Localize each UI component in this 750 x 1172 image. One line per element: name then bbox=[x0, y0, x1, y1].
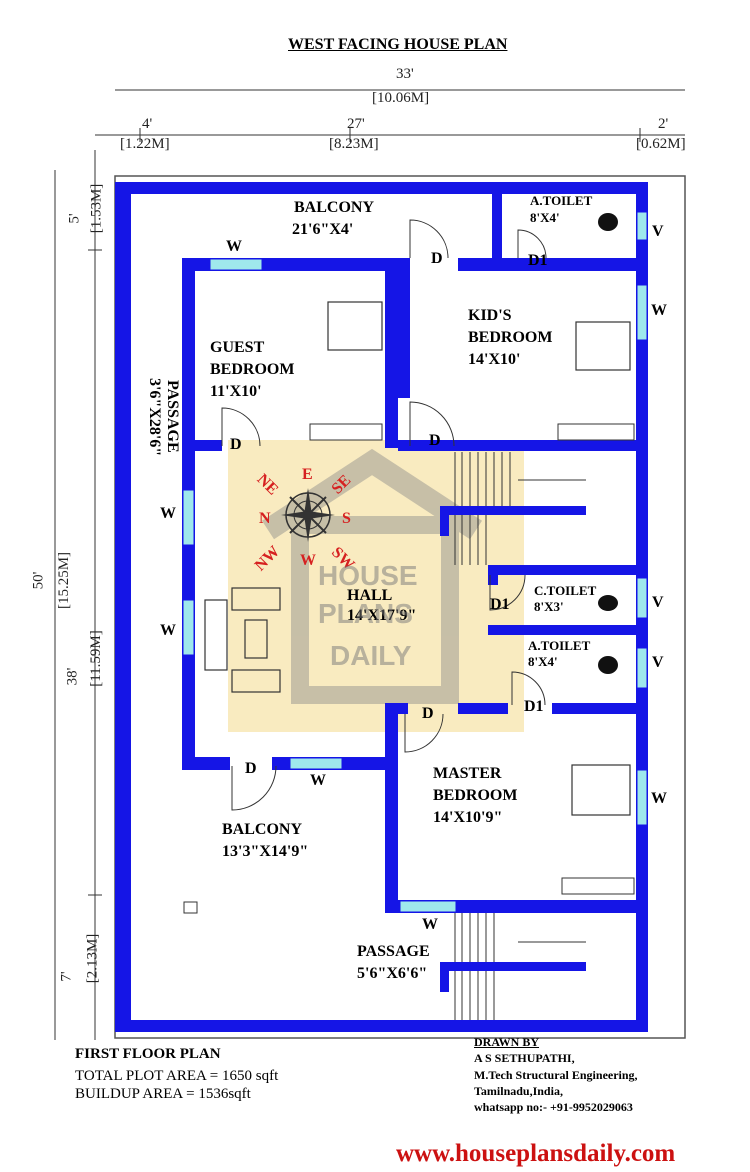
door-mark: D bbox=[245, 760, 257, 777]
website-link[interactable]: www.houseplansdaily.com bbox=[396, 1140, 676, 1167]
vent-mark: V bbox=[652, 594, 664, 611]
ctoilet-label: C.TOILET bbox=[534, 583, 597, 598]
dim-seg2-m: [8.23M] bbox=[329, 136, 379, 152]
watermark-line-2: PLANS bbox=[318, 598, 413, 629]
credits-drawn-by: DRAWN BY bbox=[474, 1035, 540, 1049]
vent-mark: V bbox=[652, 223, 664, 240]
ctoilet-size: 8'X3' bbox=[534, 599, 564, 614]
hall-size: 14'X17'9" bbox=[347, 607, 417, 624]
door-mark: D bbox=[422, 705, 434, 722]
beds bbox=[327, 301, 631, 816]
hall-highlight bbox=[228, 440, 524, 732]
guest-size: 11'X10' bbox=[210, 383, 262, 400]
dim-total-width-m: [10.06M] bbox=[372, 90, 430, 106]
compass-rose bbox=[281, 488, 335, 542]
balcony-top-size: 21'6"X4' bbox=[292, 221, 354, 238]
passage-bottom-label: PASSAGE bbox=[357, 943, 430, 960]
dim-h2: 38' bbox=[64, 667, 81, 686]
dim-h1-m: [1.53M] bbox=[88, 183, 105, 234]
dim-total-height-m: [15.25M] bbox=[56, 551, 73, 610]
dim-h3: 7' bbox=[58, 971, 75, 982]
door-mark: D bbox=[230, 436, 242, 453]
atoilet-mid-size: 8'X4' bbox=[528, 654, 558, 669]
window-mark: W bbox=[651, 790, 667, 807]
passage-left-size: 3'6"X28'6" bbox=[146, 378, 163, 457]
door1-mark: D1 bbox=[528, 252, 548, 269]
master-label-1: MASTER bbox=[433, 765, 502, 782]
vent-mark: V bbox=[652, 654, 664, 671]
door-mark: D bbox=[431, 250, 443, 267]
dim-seg1-m: [1.22M] bbox=[120, 136, 170, 152]
window-mark: W bbox=[651, 302, 667, 319]
compass-n: N bbox=[259, 510, 271, 527]
guest-label-2: BEDROOM bbox=[210, 361, 295, 378]
door1-mark: D1 bbox=[524, 698, 544, 715]
dim-h1: 5' bbox=[66, 213, 83, 224]
toilet-fixtures bbox=[598, 213, 618, 674]
credits-whatsapp: whatsapp no:- +91-9952029063 bbox=[474, 1100, 633, 1114]
floor-label: FIRST FLOOR PLAN bbox=[75, 1046, 221, 1062]
credits-place: Tamilnadu,India, bbox=[474, 1084, 563, 1098]
plan-title: WEST FACING HOUSE PLAN bbox=[288, 36, 508, 53]
dim-h3-m: [2.13M] bbox=[84, 933, 101, 984]
dim-seg3-m: [0.62M] bbox=[636, 136, 686, 152]
balcony-bottom-size: 13'3"X14'9" bbox=[222, 843, 309, 860]
atoilet-top-label: A.TOILET bbox=[530, 193, 593, 208]
dim-total-height: 50' bbox=[30, 571, 47, 590]
passage-bottom-size: 5'6"X6'6" bbox=[357, 965, 428, 982]
buildup-area: BUILDUP AREA = 1536sqft bbox=[75, 1086, 251, 1102]
door-swings bbox=[221, 219, 547, 811]
window-mark: W bbox=[422, 916, 438, 933]
dim-seg1: 4' bbox=[142, 116, 153, 132]
compass-w: W bbox=[300, 552, 316, 569]
balcony-top-label: BALCONY bbox=[294, 199, 375, 216]
master-label-2: BEDROOM bbox=[433, 787, 518, 804]
window-mark: W bbox=[310, 772, 326, 789]
compass-s: S bbox=[342, 510, 351, 527]
guest-label-1: GUEST bbox=[210, 339, 265, 356]
compass-e: E bbox=[302, 466, 313, 483]
dim-seg3: 2' bbox=[658, 116, 669, 132]
master-size: 14'X10'9" bbox=[433, 809, 503, 826]
wardrobes bbox=[309, 423, 635, 895]
dimension-lines bbox=[54, 89, 685, 1040]
passage-left-label: PASSAGE bbox=[164, 380, 181, 453]
sofa-set bbox=[204, 587, 281, 693]
watermark-line-3: DAILY bbox=[330, 640, 412, 671]
window-mark: W bbox=[226, 238, 242, 255]
kids-label-1: KID'S bbox=[468, 307, 512, 324]
stairs bbox=[454, 452, 586, 1020]
hall-label: HALL bbox=[347, 587, 393, 604]
dim-h2-m: [11.59M] bbox=[87, 630, 104, 687]
kids-label-2: BEDROOM bbox=[468, 329, 553, 346]
credits-name: A S SETHUPATHI, bbox=[474, 1051, 575, 1065]
dim-total-width: 33' bbox=[396, 66, 414, 82]
window-mark: W bbox=[160, 622, 176, 639]
door-mark: D bbox=[429, 432, 441, 449]
atoilet-mid-label: A.TOILET bbox=[528, 638, 591, 653]
plot-area: TOTAL PLOT AREA = 1650 sqft bbox=[75, 1068, 279, 1084]
watermark-line-1: HOUSE bbox=[318, 560, 418, 591]
kids-size: 14'X10' bbox=[468, 351, 521, 368]
windows bbox=[182, 211, 648, 913]
window-mark: W bbox=[160, 505, 176, 522]
credits-degree: M.Tech Structural Engineering, bbox=[474, 1068, 638, 1082]
column-marker bbox=[183, 901, 198, 914]
dim-seg2: 27' bbox=[347, 116, 365, 132]
door1-mark: D1 bbox=[490, 596, 510, 613]
balcony-bottom-label: BALCONY bbox=[222, 821, 303, 838]
atoilet-top-size: 8'X4' bbox=[530, 210, 560, 225]
